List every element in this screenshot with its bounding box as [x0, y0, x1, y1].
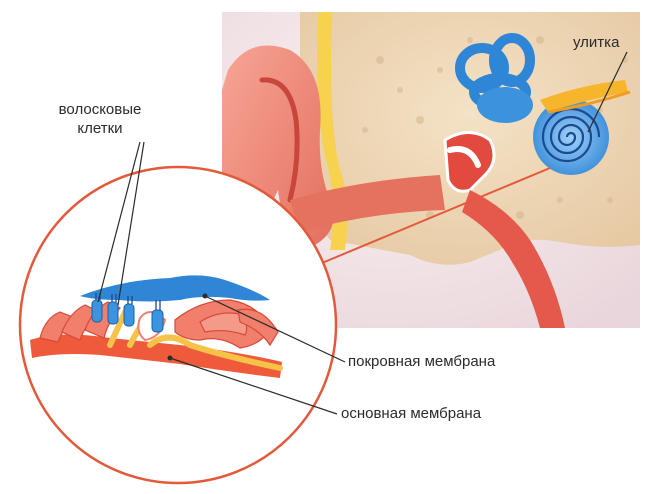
label-tectorial-membrane: покровная мембрана: [348, 353, 496, 370]
leader-hair-cells-1: [97, 141, 141, 303]
leader-hair-cells-2: [117, 141, 145, 306]
eustachian-tube: [462, 190, 565, 328]
leader-lines: [97, 51, 628, 415]
tectorial-membrane: [80, 275, 270, 302]
auditory-nerve: [540, 80, 628, 112]
pinna-fold: [259, 77, 300, 203]
label-basilar-membrane: основная мембрана: [341, 405, 482, 422]
label-hair-cells: волосковые клетки: [58, 101, 142, 137]
leader-dot-tectorial: [202, 293, 208, 299]
cochlea: [533, 99, 609, 175]
leader-tectorial: [204, 295, 346, 363]
leader-cochlea: [587, 51, 628, 133]
basilar-membrane: [30, 334, 282, 378]
ear-canal: [290, 175, 445, 232]
label-cochlea: улитка: [573, 34, 620, 51]
anatomy-panel: [222, 12, 640, 328]
organ-of-corti: [39, 299, 279, 349]
vestibule: [477, 87, 533, 123]
leader-dot-basilar: [167, 355, 173, 361]
magnifier-circle: [18, 165, 338, 485]
leader-basilar: [169, 357, 338, 415]
zoom-pointer-line: [309, 167, 551, 269]
hair-cells: [91, 299, 164, 333]
